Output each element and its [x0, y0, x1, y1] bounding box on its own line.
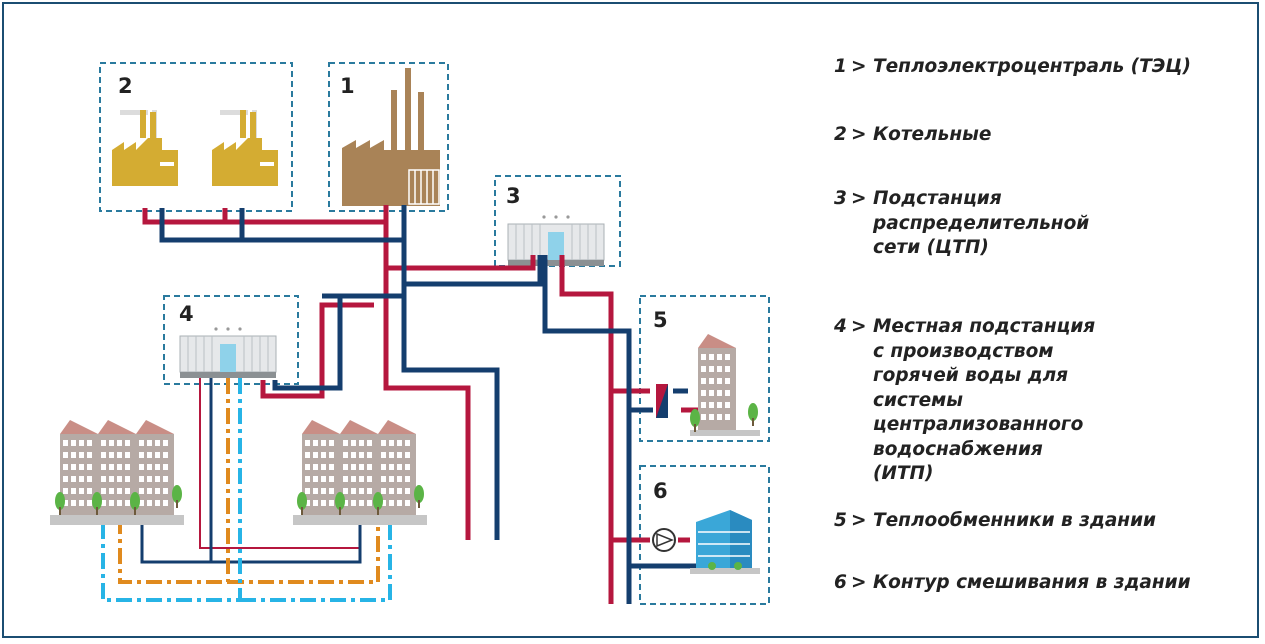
legend-item-2: 2 > Котельные [834, 123, 1223, 148]
legend-arrow: > [851, 188, 867, 209]
legend-text: Контур смешивания в здании [873, 572, 1191, 593]
legend-item-4: 4 > Местная подстанция с производством г… [834, 315, 1108, 487]
local-substation-icon [179, 326, 277, 379]
legend-item-6: 6 > Контур смешивания в здании [834, 571, 1223, 596]
legend-text: Теплообменники в здании [873, 510, 1157, 531]
chp-box [328, 62, 449, 212]
legend-number: 2 [834, 124, 847, 145]
mixing-circuit-box [639, 465, 770, 605]
legend-item-1: 1 > Теплоэлектроцентраль (ТЭЦ) [834, 55, 1223, 80]
boiler-house-icon [112, 110, 178, 186]
box-number-3: 3 [506, 184, 521, 208]
legend-arrow: > [851, 316, 867, 337]
legend-text: Местная подстанция с производством горяч… [873, 316, 1096, 484]
boiler-house-icon [212, 110, 278, 186]
legend-number: 5 [834, 510, 847, 531]
local-substation-box [163, 295, 299, 385]
box-number-1: 1 [340, 74, 355, 98]
legend-text: Теплоэлектроцентраль (ТЭЦ) [873, 56, 1191, 77]
legend-arrow: > [851, 56, 867, 77]
legend-number: 4 [834, 316, 847, 337]
box-number-4: 4 [179, 302, 194, 326]
legend-text: Подстанция распределительной сети (ЦТП) [873, 188, 1090, 258]
boilers-box [99, 62, 293, 212]
modern-building-icon [690, 510, 760, 574]
box-number-2: 2 [118, 74, 133, 98]
legend-arrow: > [851, 572, 867, 593]
heat-exchanger-icon [656, 384, 668, 418]
legend-number: 6 [834, 572, 847, 593]
box-number-5: 5 [653, 308, 668, 332]
legend-arrow: > [851, 510, 867, 531]
legend-item-5: 5 > Теплообменники в здании [834, 509, 1223, 534]
pump-icon [652, 528, 676, 552]
chp-plant-icon [342, 68, 440, 206]
box-number-6: 6 [653, 479, 668, 503]
legend-item-3: 3 > Подстанция распределительной сети (Ц… [834, 187, 1090, 261]
legend-arrow: > [851, 124, 867, 145]
apartment-building-icon [690, 334, 760, 436]
heat-exchangers-box [639, 295, 770, 442]
central-substation-box [494, 175, 621, 267]
office-buildings-left-icon [50, 420, 184, 525]
legend-number: 3 [834, 188, 847, 209]
legend-text: Котельные [873, 124, 992, 145]
legend-number: 1 [834, 56, 847, 77]
office-buildings-right-icon [293, 420, 427, 525]
central-substation-icon [507, 214, 605, 267]
